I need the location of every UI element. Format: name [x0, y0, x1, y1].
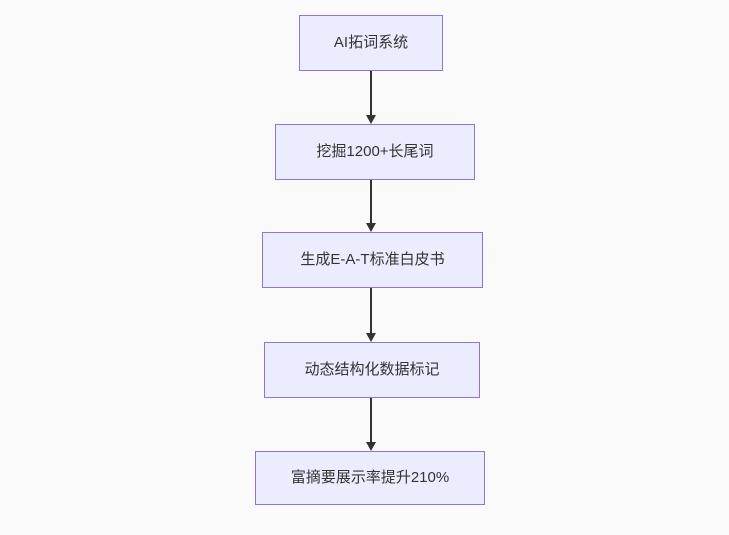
edge-line	[369, 71, 372, 115]
flow-node-mine-longtail-keywords: 挖掘1200+长尾词	[275, 124, 475, 180]
flow-edge-2	[365, 180, 376, 232]
node-label: AI拓词系统	[333, 34, 409, 51]
node-label: 挖掘1200+长尾词	[316, 143, 434, 160]
flow-edge-4	[365, 398, 376, 451]
flow-edge-3	[365, 288, 376, 342]
edge-line	[369, 180, 372, 223]
node-label: 动态结构化数据标记	[304, 361, 440, 378]
edge-line	[369, 398, 372, 442]
flow-edge-1	[365, 71, 376, 124]
flow-node-ai-word-expansion-system: AI拓词系统	[299, 15, 443, 71]
arrow-down-icon	[365, 333, 376, 342]
arrow-down-icon	[365, 442, 376, 451]
flow-node-rich-snippet-rate-increase: 富摘要展示率提升210%	[255, 451, 485, 505]
node-label: 富摘要展示率提升210%	[290, 469, 450, 486]
flow-node-generate-eat-whitepaper: 生成E-A-T标准白皮书	[262, 232, 483, 288]
arrow-down-icon	[365, 115, 376, 124]
arrow-down-icon	[365, 223, 376, 232]
flow-node-dynamic-structured-data-markup: 动态结构化数据标记	[264, 342, 480, 398]
edge-line	[369, 288, 372, 333]
node-label: 生成E-A-T标准白皮书	[300, 251, 445, 268]
